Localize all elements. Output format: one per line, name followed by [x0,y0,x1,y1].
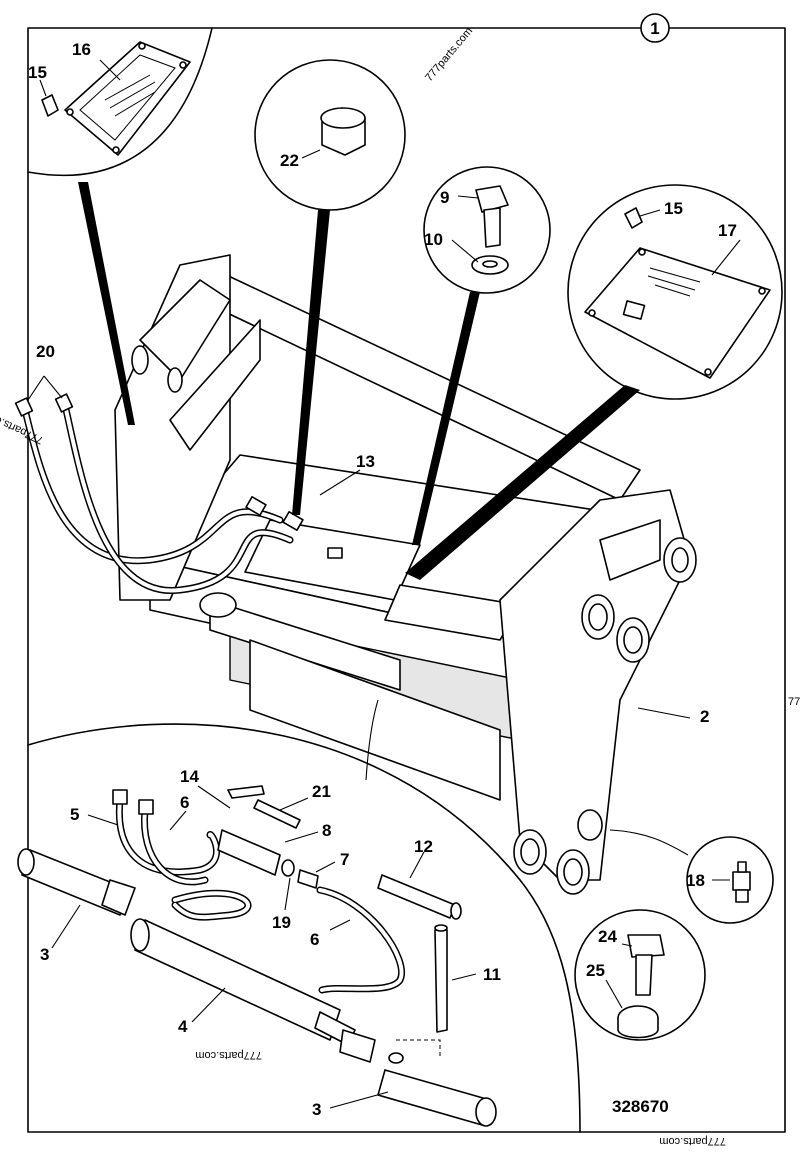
callout-8: 8 [322,821,331,840]
sheet-number: 1 [650,19,659,38]
drawing-number: 328670 [612,1097,669,1116]
watermark: 777parts.com [423,25,475,84]
callout-22: 22 [280,151,299,170]
callout-14: 14 [180,767,199,786]
callout-25: 25 [586,961,605,980]
callout-11: 11 [483,965,501,984]
callout-6: 6 [180,793,189,812]
detail-bubble-bolt-9-washer-10 [412,166,551,545]
detail-region-ram-assembly [17,699,581,1133]
callout-labels: 2 3 3 4 5 6 6 7 8 9 10 11 12 13 14 15 15… [28,40,737,1119]
callout-3: 3 [312,1100,321,1119]
detail-bubble-plate-16 [27,27,213,425]
drawing-frame [27,27,786,1133]
callout-7: 7 [340,850,349,869]
callout-24: 24 [598,927,617,946]
detail-bubble-nut-22 [254,59,406,515]
detail-bubble-bolt-24-washer-25 [574,909,706,1041]
callout-20: 20 [36,342,55,361]
watermark: 777parts.com [659,1135,726,1147]
detail-bubble-plate-17 [405,184,783,580]
callout-5: 5 [70,805,79,824]
callout-13: 13 [356,452,375,471]
watermark: 77 [788,696,800,708]
callout-10: 10 [424,230,443,249]
watermark: 777parts.com [195,1049,262,1061]
callout-3: 3 [40,945,49,964]
leader-lines [27,59,741,1109]
callout-4: 4 [178,1017,188,1036]
callout-21: 21 [312,782,331,801]
callout-6: 6 [310,930,319,949]
callout-19: 19 [272,913,291,932]
callout-17: 17 [718,221,737,240]
callout-2: 2 [700,707,709,726]
sheet-number-circle [640,13,670,43]
callout-18: 18 [686,871,705,890]
callout-15: 15 [664,199,683,218]
callout-12: 12 [414,837,433,856]
callout-16: 16 [72,40,91,59]
callout-9: 9 [440,188,449,207]
callout-15: 15 [28,63,47,82]
